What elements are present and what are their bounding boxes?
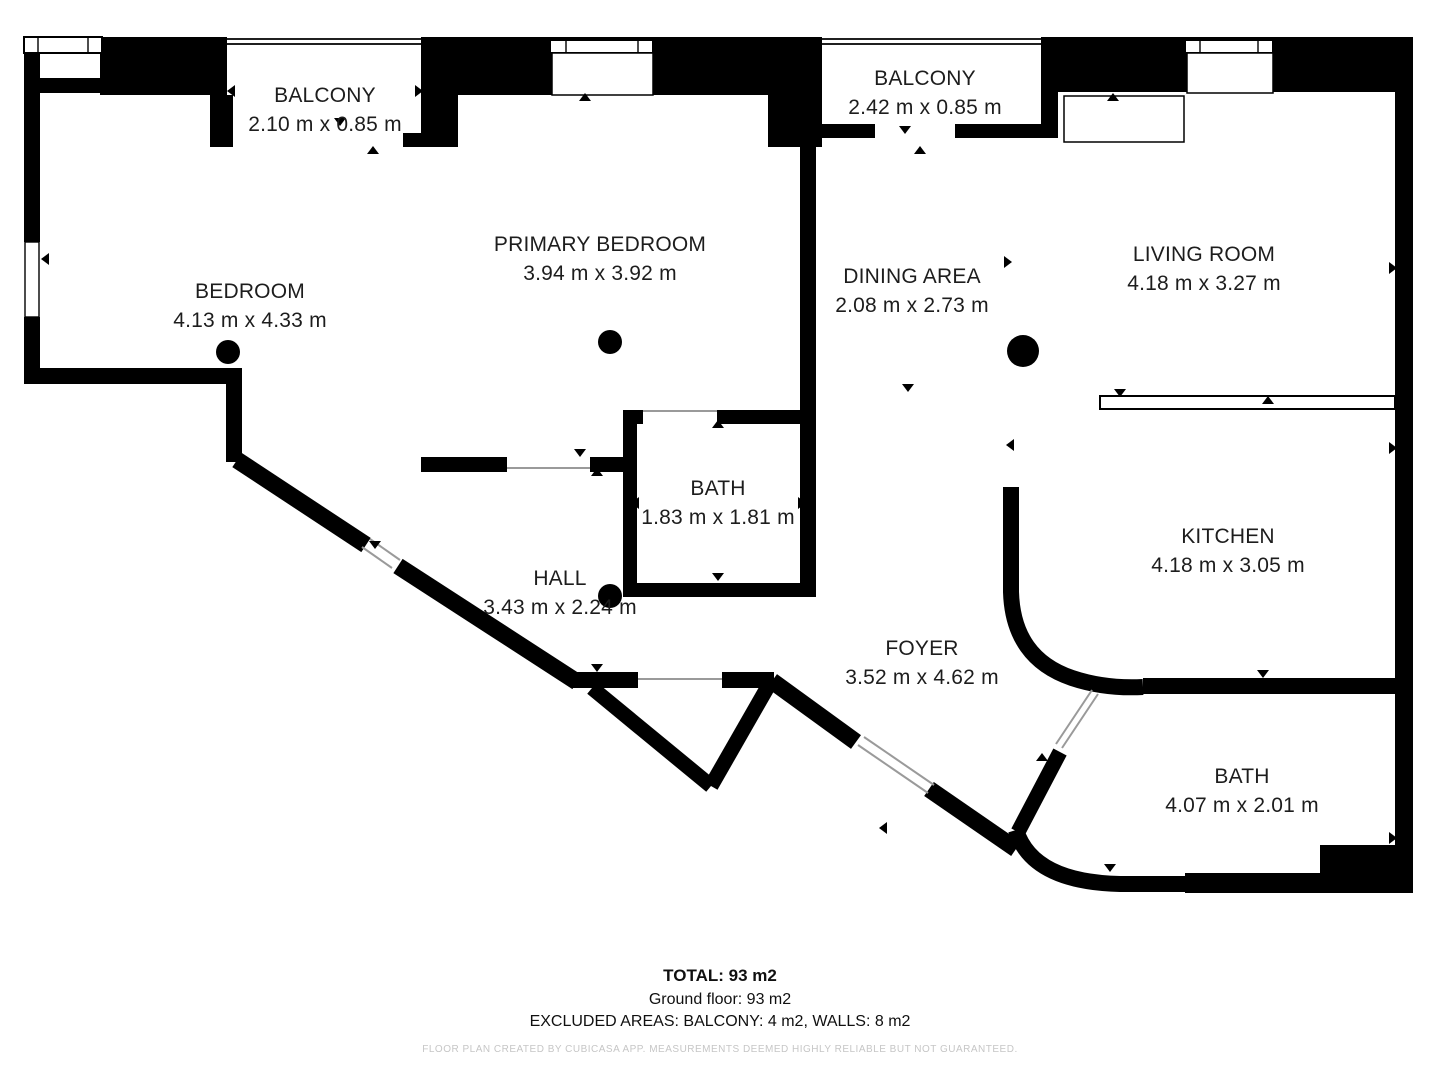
counter-shelf bbox=[1099, 395, 1396, 410]
wall-segments bbox=[232, 452, 1190, 892]
room-label-foyer: FOYER 3.52 m x 4.62 m bbox=[845, 634, 999, 692]
room-name: FOYER bbox=[885, 637, 959, 660]
direction-arrow-icon bbox=[1004, 256, 1012, 268]
room-dims: 3.94 m x 3.92 m bbox=[523, 262, 677, 285]
direction-arrow-icon bbox=[1036, 753, 1048, 761]
direction-arrow-icon bbox=[579, 93, 591, 101]
disclaimer: FLOOR PLAN CREATED BY CUBICASA APP. MEAS… bbox=[422, 1044, 1018, 1055]
room-dims: 1.83 m x 1.81 m bbox=[641, 506, 795, 529]
room-label-living-room: LIVING ROOM 4.18 m x 3.27 m bbox=[1127, 240, 1281, 298]
room-name: BATH bbox=[690, 477, 746, 500]
excluded-areas: EXCLUDED AREAS: BALCONY: 4 m2, WALLS: 8 … bbox=[529, 1013, 911, 1030]
room-name: KITCHEN bbox=[1181, 525, 1275, 548]
room-name: BEDROOM bbox=[195, 280, 305, 303]
room-label-kitchen: KITCHEN 4.18 m x 3.05 m bbox=[1151, 522, 1305, 580]
room-dims: 2.42 m x 0.85 m bbox=[848, 96, 1002, 119]
direction-arrow-icon bbox=[631, 497, 639, 509]
windows bbox=[23, 36, 1274, 318]
room-label-balcony-2: BALCONY 2.42 m x 0.85 m bbox=[848, 64, 1002, 122]
room-label-bath-2: BATH 4.07 m x 2.01 m bbox=[1165, 762, 1319, 820]
direction-arrow-icon bbox=[591, 468, 603, 476]
door-direction-markers bbox=[41, 85, 1397, 872]
room-dims: 2.10 m x 0.85 m bbox=[248, 113, 402, 136]
room-label-dining-area: DINING AREA 2.08 m x 2.73 m bbox=[835, 262, 989, 320]
room-label-hall: HALL 3.43 m x 2.24 m bbox=[483, 564, 637, 622]
direction-arrow-icon bbox=[574, 449, 586, 457]
direction-arrow-icon bbox=[334, 118, 346, 126]
room-name: PRIMARY BEDROOM bbox=[493, 233, 707, 256]
room-name: LIVING ROOM bbox=[1132, 243, 1276, 266]
direction-arrow-icon bbox=[591, 664, 603, 672]
direction-arrow-icon bbox=[1262, 396, 1274, 404]
room-dims: 3.52 m x 4.62 m bbox=[845, 666, 999, 689]
room-dims: 4.07 m x 2.01 m bbox=[1165, 794, 1319, 817]
direction-arrow-icon bbox=[41, 253, 49, 265]
direction-arrow-icon bbox=[1107, 93, 1119, 101]
room-label-bedroom: BEDROOM 4.13 m x 4.33 m bbox=[173, 277, 327, 335]
direction-arrow-icon bbox=[367, 146, 379, 154]
room-label-balcony-1: BALCONY 2.10 m x 0.85 m bbox=[248, 81, 402, 139]
room-name: BALCONY bbox=[274, 84, 376, 107]
direction-arrow-icon bbox=[914, 146, 926, 154]
room-name: HALL bbox=[533, 567, 587, 590]
room-dims: 4.18 m x 3.05 m bbox=[1151, 554, 1305, 577]
camera-point-dots bbox=[216, 330, 1039, 608]
direction-arrow-icon bbox=[227, 85, 235, 97]
room-name: DINING AREA bbox=[843, 265, 981, 288]
direction-arrow-icon bbox=[1006, 439, 1014, 451]
window-mullions bbox=[37, 37, 1259, 53]
direction-arrow-icon bbox=[712, 573, 724, 581]
direction-arrow-icon bbox=[1114, 389, 1126, 397]
room-label-primary-bedroom: PRIMARY BEDROOM 3.94 m x 3.92 m bbox=[494, 230, 706, 288]
total-area: TOTAL: 93 m2 bbox=[663, 966, 777, 985]
direction-arrow-icon bbox=[415, 85, 423, 97]
wall-niches bbox=[551, 52, 1274, 143]
direction-arrow-icon bbox=[902, 384, 914, 392]
room-dims: 3.43 m x 2.24 m bbox=[483, 596, 637, 619]
walls bbox=[24, 37, 1413, 893]
direction-arrow-icon bbox=[712, 420, 724, 428]
direction-arrow-icon bbox=[1104, 864, 1116, 872]
ground-floor-area: Ground floor: 93 m2 bbox=[648, 991, 792, 1008]
room-dims: 4.13 m x 4.33 m bbox=[173, 309, 327, 332]
balcony-railings bbox=[227, 38, 1041, 45]
room-name: BATH bbox=[1214, 765, 1270, 788]
direction-arrow-icon bbox=[899, 126, 911, 134]
direction-arrow-icon bbox=[1389, 442, 1397, 454]
direction-arrow-icon bbox=[1257, 670, 1269, 678]
direction-arrow-icon bbox=[1389, 832, 1397, 844]
door-openings bbox=[361, 410, 1099, 794]
room-label-bath-1: BATH 1.83 m x 1.81 m bbox=[641, 474, 795, 532]
direction-arrow-icon bbox=[798, 497, 806, 509]
room-dims: 4.18 m x 3.27 m bbox=[1127, 272, 1281, 295]
room-dims: 2.08 m x 2.73 m bbox=[835, 294, 989, 317]
direction-arrow-icon bbox=[1389, 262, 1397, 274]
direction-arrow-icon bbox=[879, 822, 887, 834]
room-name: BALCONY bbox=[874, 67, 976, 90]
direction-arrow-icon bbox=[369, 541, 381, 549]
